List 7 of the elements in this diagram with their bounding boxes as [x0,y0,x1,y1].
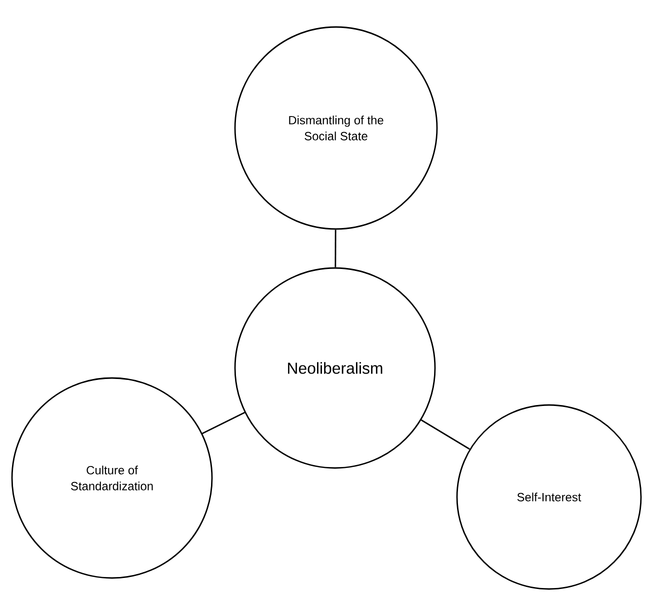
connector-line [334,230,336,268]
circle-node: Self-Interest [456,404,642,590]
circle-node: Culture of Standardization [11,377,213,579]
circle-node: Dismantling of the Social State [234,26,438,230]
connector-line [202,412,246,434]
circle-node: Neoliberalism [234,267,436,469]
connector-line [420,419,470,450]
